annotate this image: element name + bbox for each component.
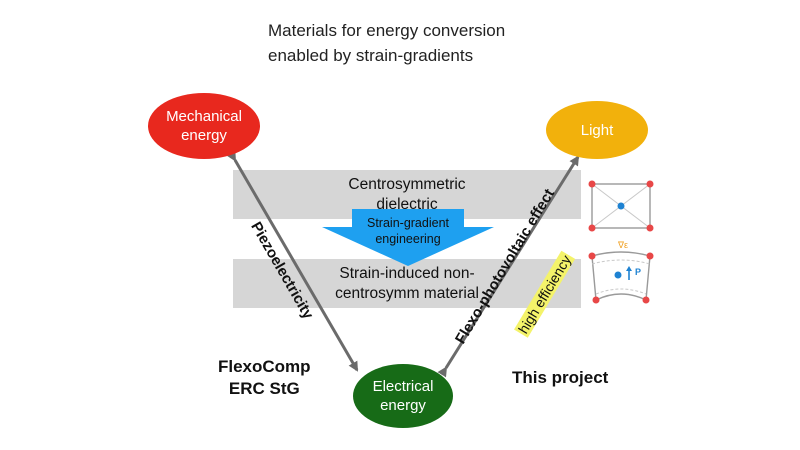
piezoelectricity-arrow bbox=[226, 150, 359, 372]
flexocomp-label: FlexoComp ERC StG bbox=[218, 356, 311, 400]
this-project-label: This project bbox=[512, 368, 608, 388]
mechanical-line-2: energy bbox=[181, 127, 227, 144]
strain-gradient-line-1: Strain-gradient bbox=[367, 216, 449, 230]
centrosymmetric-line-2: dielectric bbox=[376, 196, 438, 213]
light-label: Light bbox=[580, 121, 614, 139]
strain-gradient-line-2: engineering bbox=[375, 232, 441, 246]
mechanical-line-1: Mechanical bbox=[166, 108, 242, 125]
centrosymmetric-line-1: Centrosymmetric bbox=[348, 176, 466, 193]
undeformed-cell-schematic bbox=[588, 180, 654, 232]
light-node: Light bbox=[546, 101, 648, 159]
strain-gradient-label: Strain-gradient engineering bbox=[318, 215, 498, 247]
flexo-photovoltaic-arrow bbox=[437, 155, 580, 378]
polarization-symbol: P bbox=[635, 267, 642, 277]
strained-cell-schematic bbox=[588, 251, 654, 304]
electrical-line-2: energy bbox=[380, 397, 426, 414]
this-project-text: This project bbox=[512, 368, 609, 387]
title-line-1: Materials for energy conversion bbox=[268, 21, 506, 40]
centrosymmetric-label: Centrosymmetric dielectric bbox=[233, 175, 581, 215]
flexocomp-line-1: FlexoComp bbox=[218, 357, 311, 376]
strain-gradient-symbol: ∇ε bbox=[618, 240, 629, 250]
mechanical-energy-node: Mechanical energy bbox=[148, 93, 260, 159]
electrical-energy-node: Electrical energy bbox=[353, 364, 453, 428]
title-line-2: enabled by strain-gradients bbox=[268, 46, 474, 65]
flexocomp-line-2: ERC StG bbox=[228, 379, 300, 398]
electrical-line-1: Electrical bbox=[372, 378, 434, 395]
diagram-title: Materials for energy conversion enabled … bbox=[268, 18, 505, 68]
